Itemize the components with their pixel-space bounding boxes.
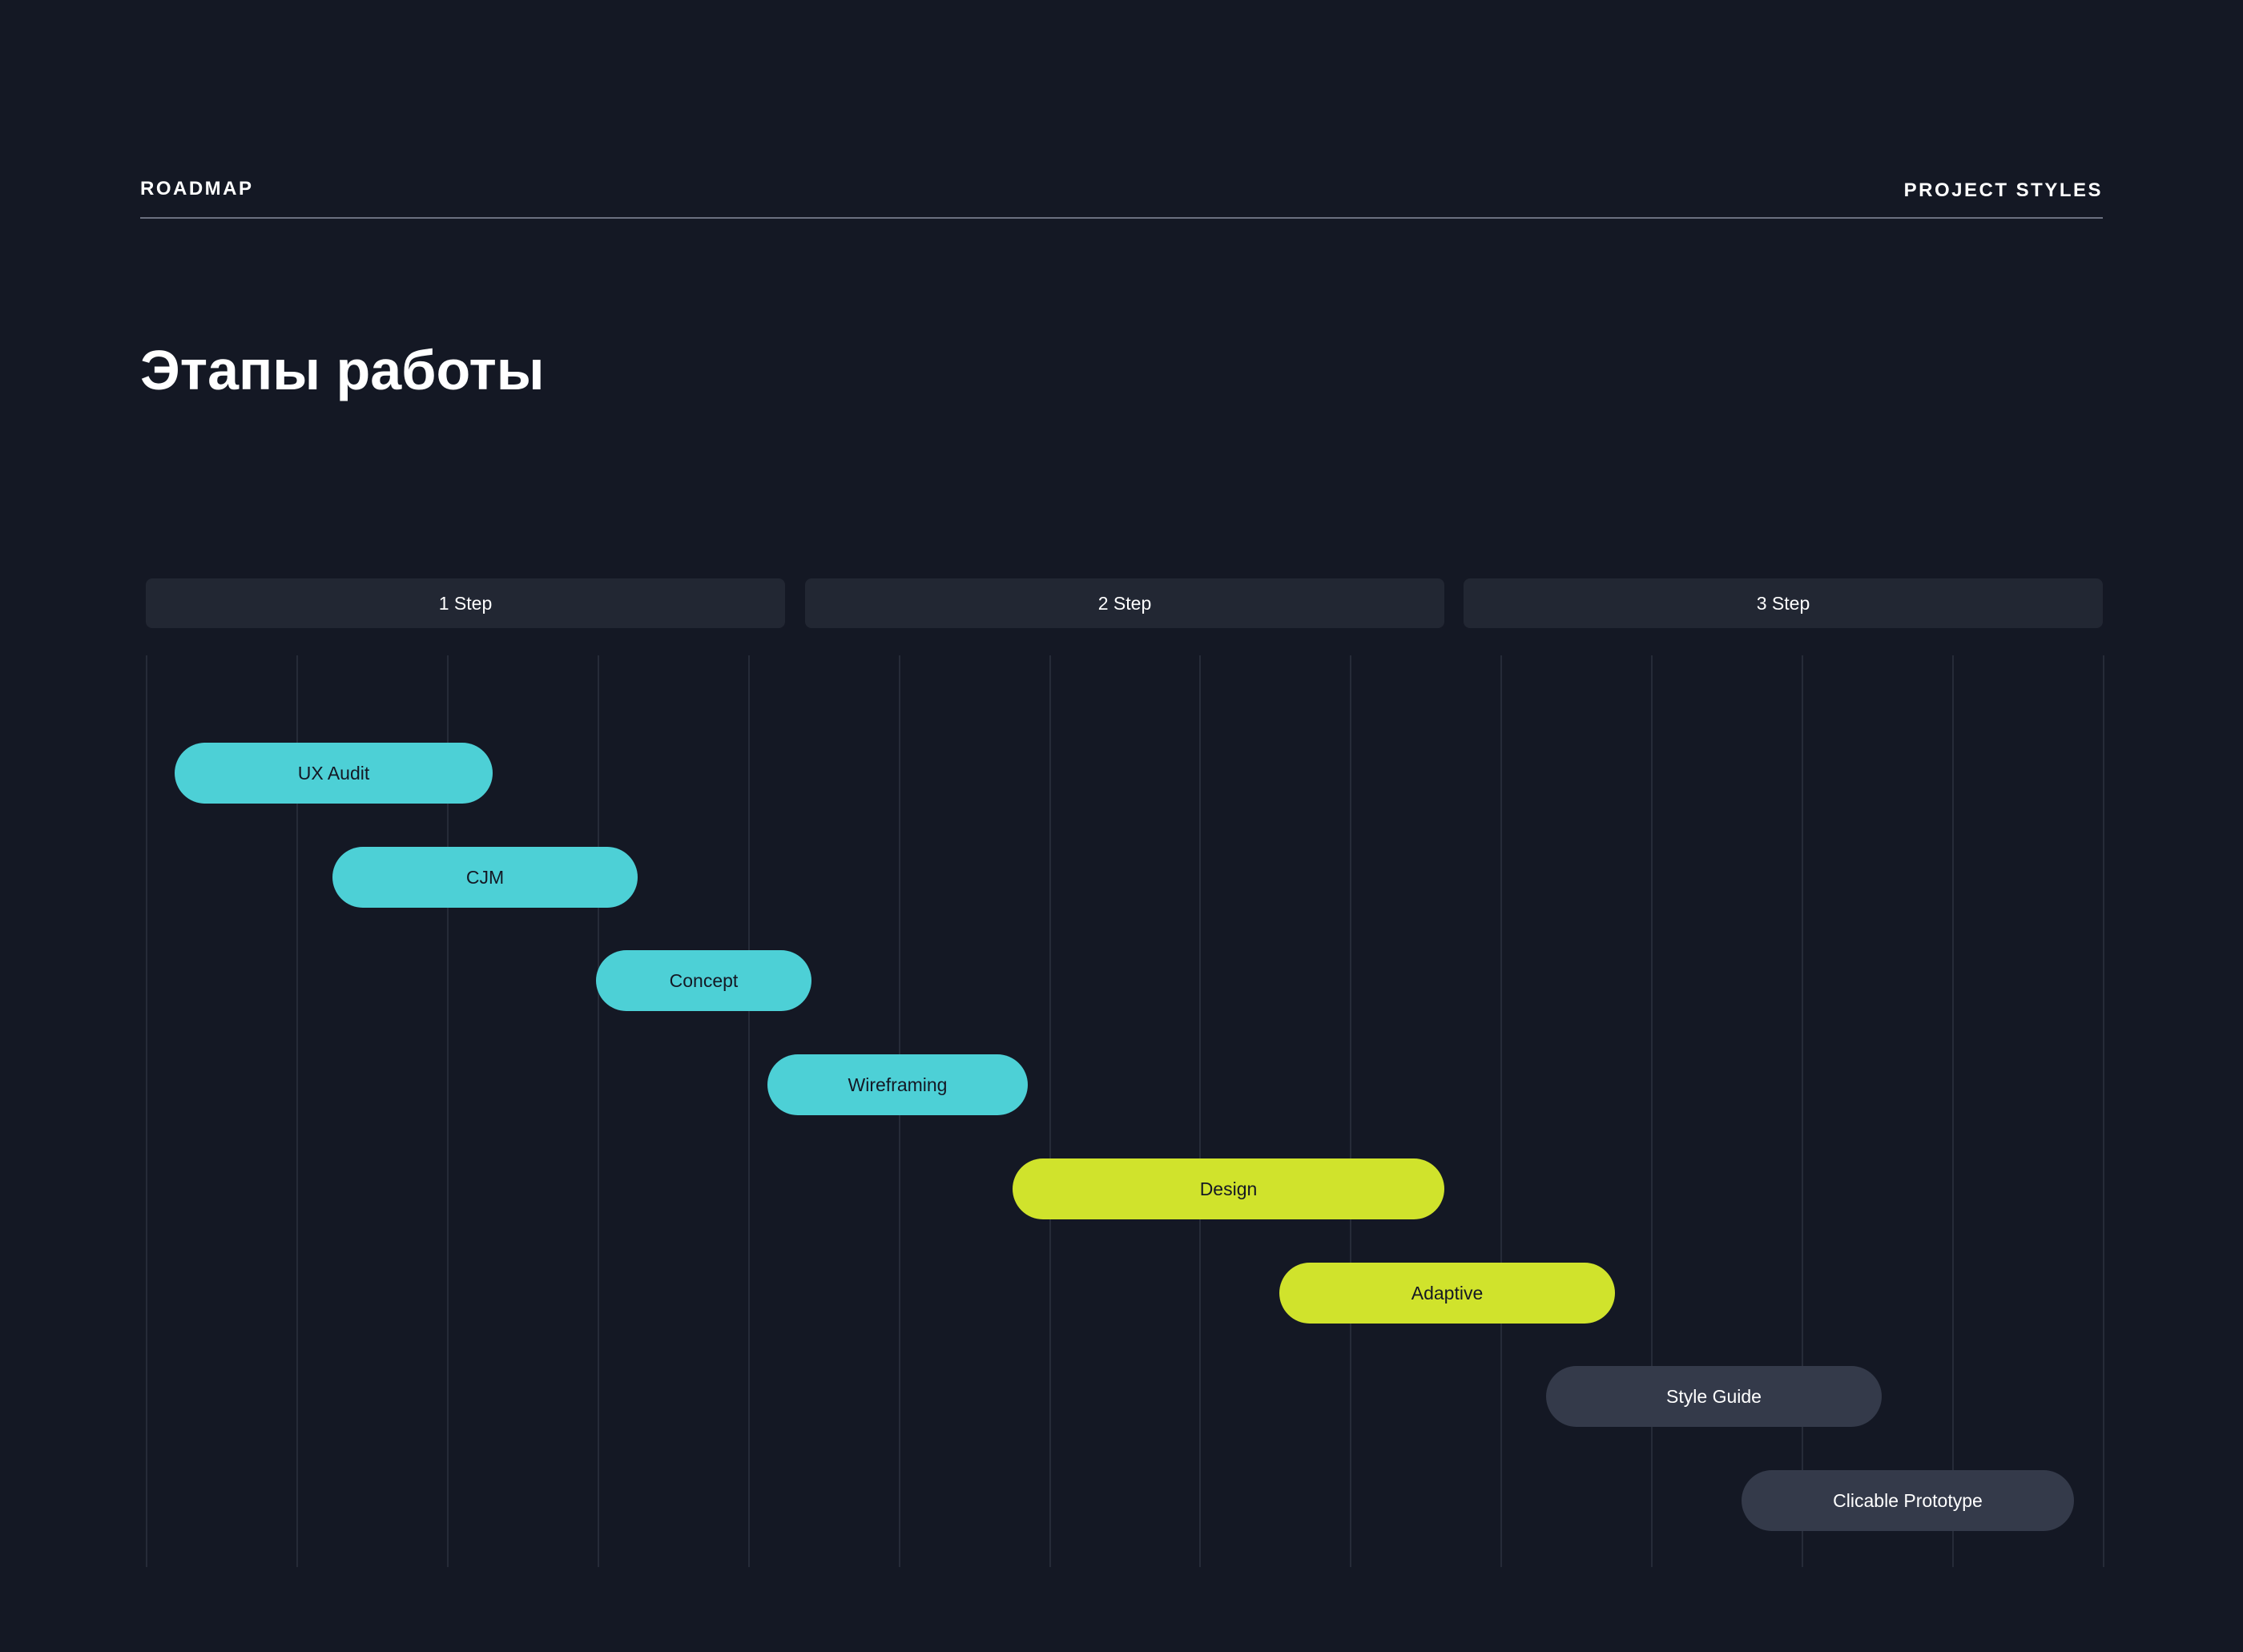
- header-project-styles-label: PROJECT STYLES: [1903, 179, 2103, 201]
- grid-line: [748, 655, 750, 1567]
- grid-line: [1049, 655, 1051, 1567]
- task-bar-adaptive[interactable]: Adaptive: [1279, 1263, 1615, 1324]
- grid-line: [146, 655, 147, 1567]
- task-bar-concept[interactable]: Concept: [596, 950, 811, 1011]
- header-divider: [140, 217, 2103, 219]
- header-roadmap-label: ROADMAP: [140, 178, 254, 199]
- grid-line: [1500, 655, 1502, 1567]
- step-header-1: 1 Step: [146, 578, 785, 628]
- grid-line: [1952, 655, 1954, 1567]
- page-title: Этапы работы: [140, 339, 545, 401]
- step-header-2: 2 Step: [805, 578, 1444, 628]
- grid-line: [2103, 655, 2104, 1567]
- grid-line: [1199, 655, 1201, 1567]
- grid-line: [1802, 655, 1803, 1567]
- step-headers: 1 Step 2 Step 3 Step: [146, 578, 2103, 628]
- task-bar-design[interactable]: Design: [1013, 1158, 1444, 1219]
- grid-line: [598, 655, 599, 1567]
- grid-line: [1651, 655, 1653, 1567]
- task-bar-clicable-prototype[interactable]: Clicable Prototype: [1742, 1470, 2074, 1531]
- task-bar-ux-audit[interactable]: UX Audit: [175, 743, 493, 804]
- grid-line: [1350, 655, 1351, 1567]
- task-bar-style-guide[interactable]: Style Guide: [1546, 1366, 1882, 1427]
- task-bar-cjm[interactable]: CJM: [332, 847, 638, 908]
- task-bar-wireframing[interactable]: Wireframing: [767, 1054, 1028, 1115]
- step-header-3: 3 Step: [1464, 578, 2103, 628]
